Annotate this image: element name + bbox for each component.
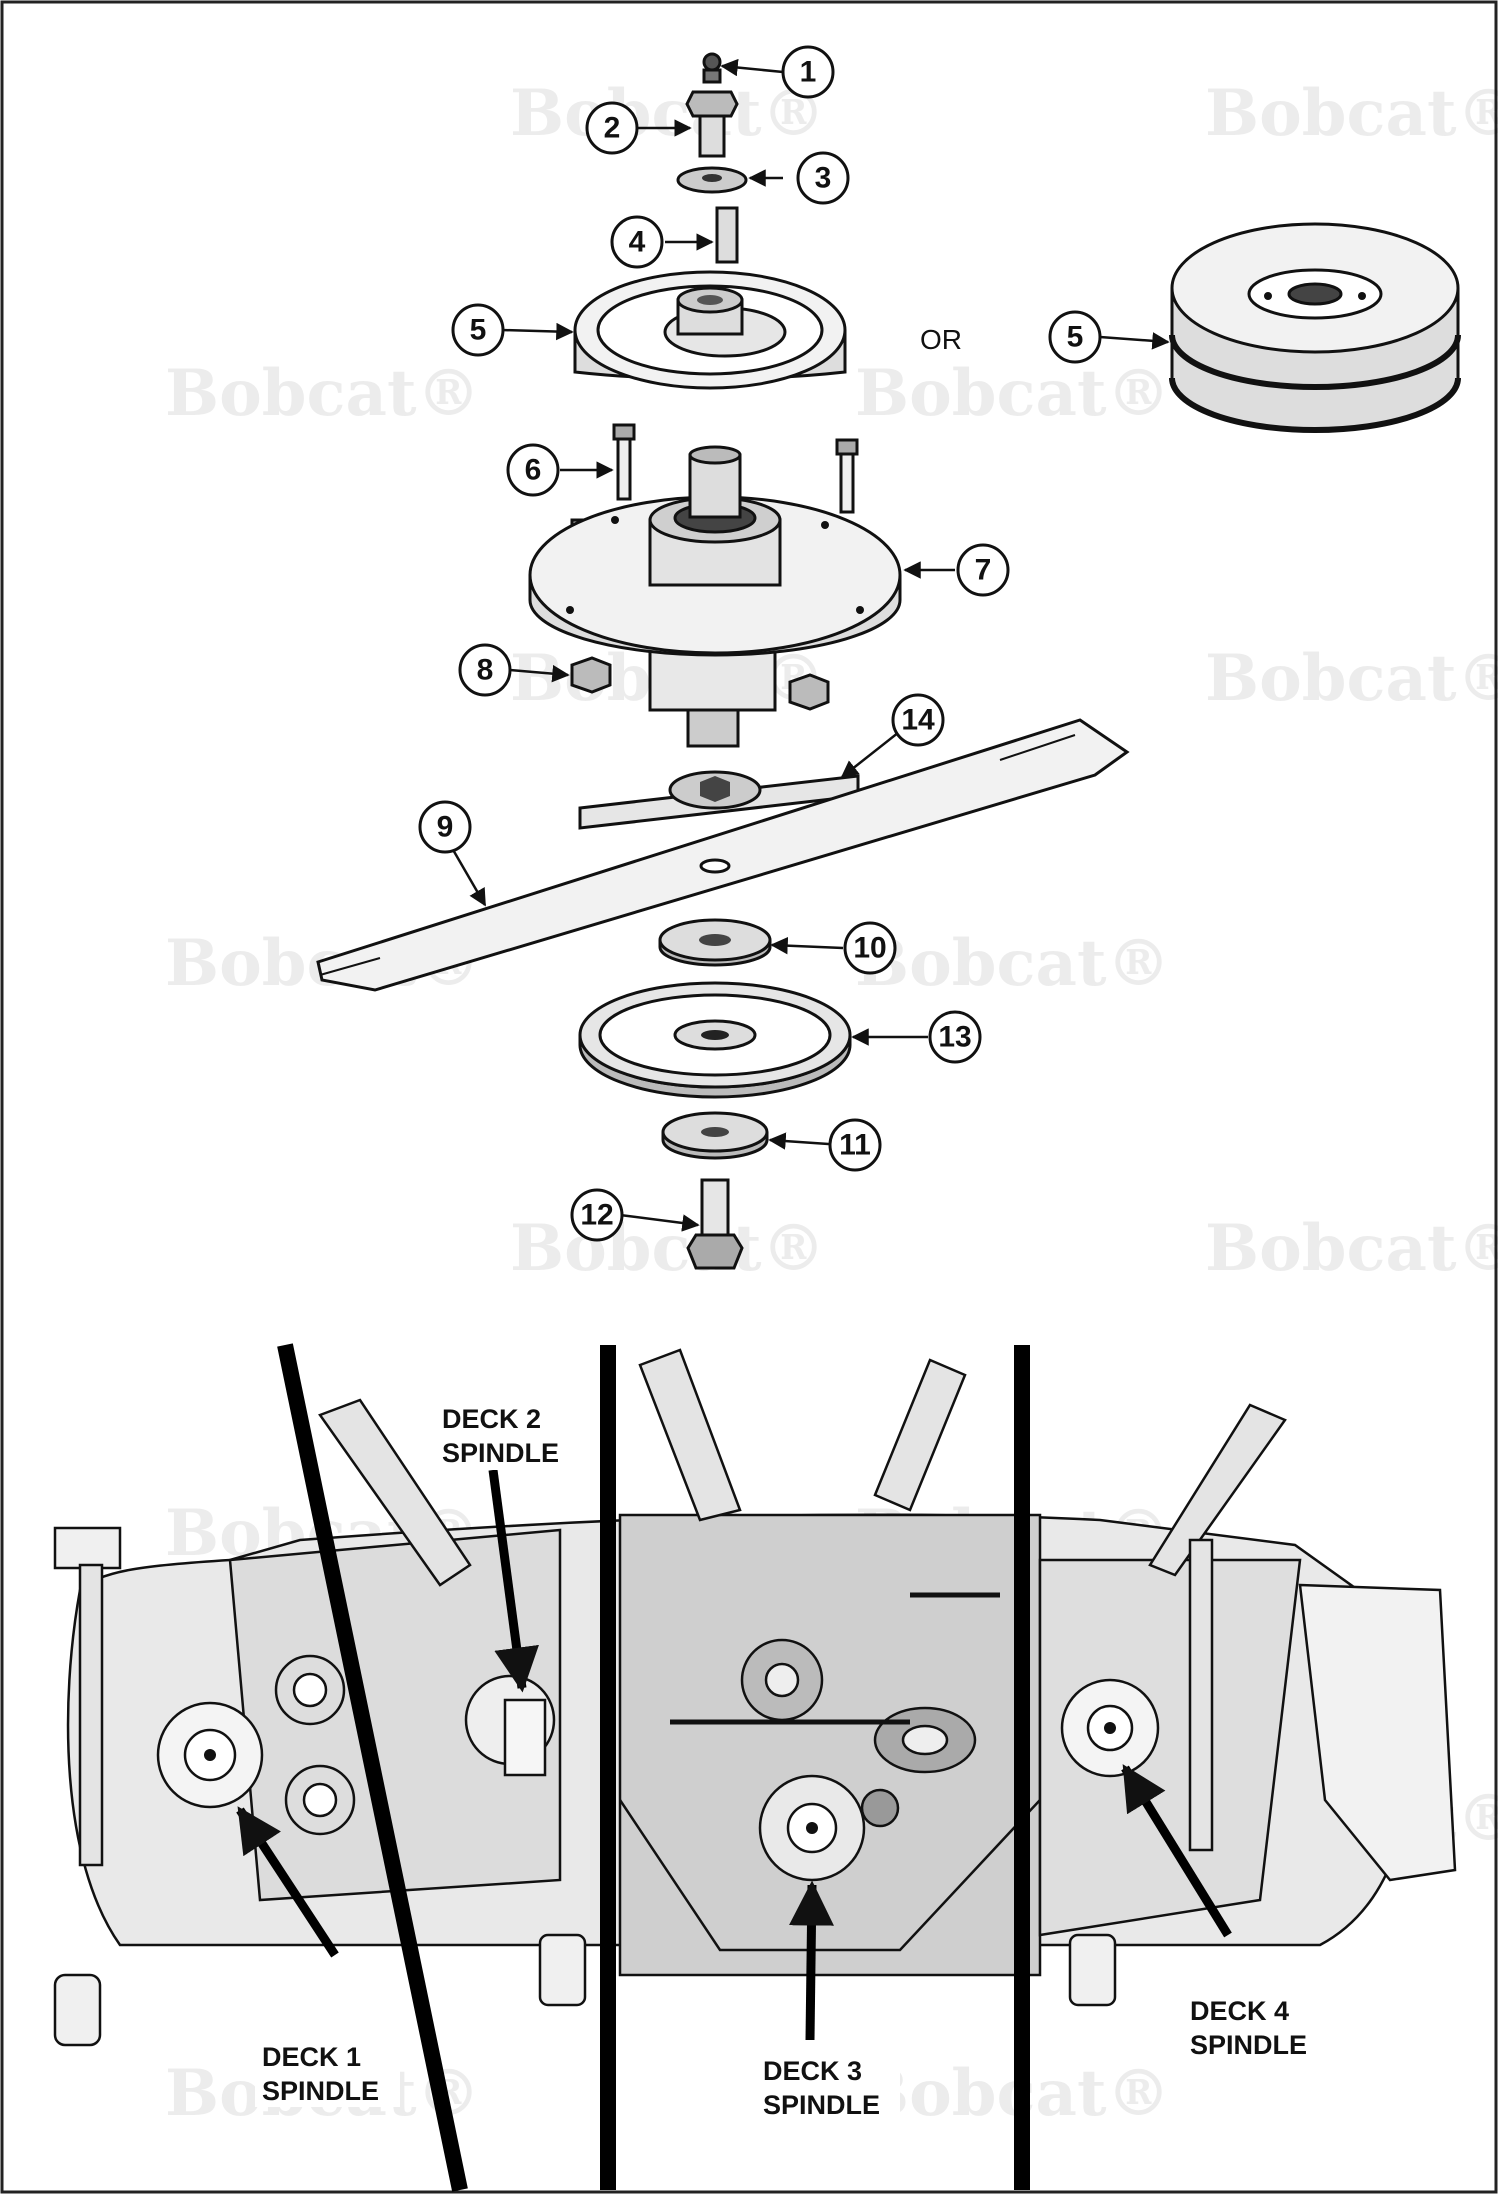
top-bolt xyxy=(685,90,739,158)
callout-10: 10 xyxy=(843,921,897,975)
watermark-text: Bobcat® xyxy=(855,2056,1171,2131)
exploded-spindle-assembly xyxy=(316,52,1461,1270)
callout-8: 8 xyxy=(458,643,512,697)
double-pulley xyxy=(1169,222,1461,433)
deck4-label-line1: DECK 4 xyxy=(1190,1996,1289,2026)
shaft-key xyxy=(715,206,739,264)
callout-2: 2 xyxy=(585,101,639,155)
callout-3: 3 xyxy=(796,151,850,205)
callout-12: 12 xyxy=(570,1188,624,1242)
deck1-label-line2: SPINDLE xyxy=(262,2076,379,2106)
deck-right-section xyxy=(1038,1558,1302,1937)
single-pulley xyxy=(573,270,847,390)
watermark-text: Bobcat® xyxy=(855,926,1171,1001)
callout-number: 12 xyxy=(580,1199,613,1232)
deck2-label-line2: SPINDLE xyxy=(442,1438,559,1468)
callout-5-double: 5 xyxy=(1048,310,1102,364)
divider-bars xyxy=(277,1343,1030,2192)
callout-number: 1 xyxy=(800,56,817,89)
callout-number: 5 xyxy=(1067,321,1084,354)
center-drive-pulley xyxy=(740,1638,824,1722)
deck2-label-line1: DECK 2 xyxy=(442,1404,541,1434)
anti-scalp-wheel xyxy=(538,1933,587,2007)
callout-14: 14 xyxy=(891,693,945,747)
callout-5-single: 5 xyxy=(451,303,505,357)
callout-4: 4 xyxy=(610,215,664,269)
deck-center-section xyxy=(618,1513,1042,1977)
deck3-label-line2: SPINDLE xyxy=(763,2090,880,2120)
idler-pulley-left-top xyxy=(274,1654,346,1726)
callout-number: 7 xyxy=(975,554,992,587)
idler-pulley-left-bottom xyxy=(284,1764,356,1836)
callout-9: 9 xyxy=(418,800,472,854)
deck1-label-line1: DECK 1 xyxy=(262,2042,361,2072)
callout-number: 4 xyxy=(629,226,646,259)
lower-washer xyxy=(658,918,772,967)
or-label: OR xyxy=(920,324,962,355)
watermark-text: Bobcat® xyxy=(510,76,826,151)
callout-number: 6 xyxy=(525,454,542,487)
callout-number: 9 xyxy=(437,811,454,844)
anti-scalp-wheel xyxy=(53,1973,102,2047)
deck2-spindle xyxy=(464,1674,556,1777)
mower-deck-view xyxy=(53,1348,1457,2047)
blade-dish xyxy=(578,981,852,1099)
bottom-washer xyxy=(661,1111,769,1160)
cutting-blade xyxy=(316,718,1130,992)
deck3-label-line1: DECK 3 xyxy=(763,2056,862,2086)
callout-number: 5 xyxy=(470,314,487,347)
callout-13: 13 xyxy=(928,1010,982,1064)
deck-pointer-arrows xyxy=(236,1469,1232,2041)
anti-scalp-wheel xyxy=(1068,1933,1117,2007)
deck4-label-line2: SPINDLE xyxy=(1190,2030,1307,2060)
callout-number: 2 xyxy=(604,112,621,145)
callout-number: 13 xyxy=(938,1021,971,1054)
callout-11: 11 xyxy=(828,1118,882,1172)
watermark-text: Bobcat® xyxy=(1205,1211,1498,1286)
callout-number: 11 xyxy=(839,1129,871,1162)
callout-1: 1 xyxy=(781,45,835,99)
callout-number: 3 xyxy=(815,162,832,195)
lift-arms xyxy=(53,1348,1287,1867)
watermark-text: Bobcat® xyxy=(855,356,1171,431)
callout-number: 8 xyxy=(477,654,494,687)
bottom-bolt xyxy=(686,1178,744,1270)
callout-number: 10 xyxy=(853,932,886,965)
deck3-spindle xyxy=(758,1774,866,1882)
part-callouts: 1 2 3 4 5 5 6 7 8 14 9 10 13 11 12 xyxy=(418,45,1102,1242)
spindle-housing xyxy=(528,445,902,748)
watermark-text: Bobcat® xyxy=(1205,76,1498,151)
deck-labels: DECK 2 SPINDLE DECK 1 SPINDLE DECK 3 SPI… xyxy=(255,1398,1328,2120)
callout-7: 7 xyxy=(956,543,1010,597)
callout-6: 6 xyxy=(506,443,560,497)
watermark-text: Bobcat® xyxy=(510,1211,826,1286)
grease-fitting xyxy=(702,52,722,84)
callout-number: 14 xyxy=(901,704,935,737)
deck4-spindle xyxy=(1060,1678,1160,1778)
discharge-chute xyxy=(1298,1583,1457,1882)
watermark-text: Bobcat® xyxy=(1205,641,1498,716)
deck1-spindle xyxy=(156,1701,264,1809)
watermark-text: Bobcat® xyxy=(165,356,481,431)
hex-nuts xyxy=(570,656,830,711)
